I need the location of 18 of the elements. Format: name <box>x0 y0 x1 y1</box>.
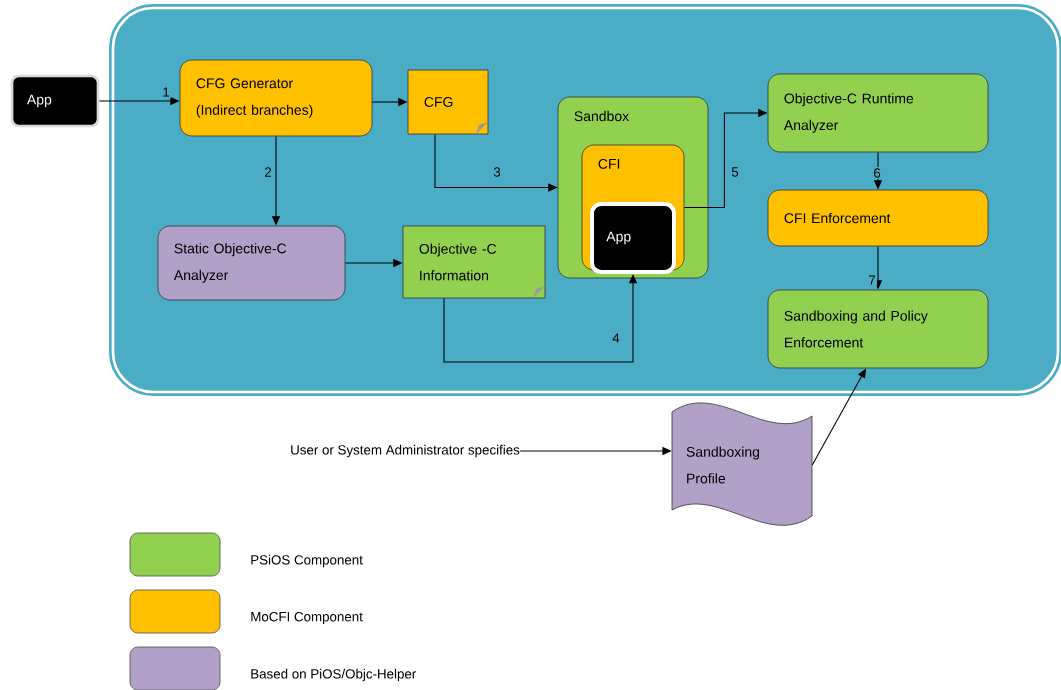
edge-label: 1 <box>160 86 172 98</box>
app-box: App <box>10 74 100 128</box>
process-box: CFG Generator (Indirect branches) <box>179 59 373 137</box>
edge-label: 2 <box>262 166 274 178</box>
app-box: App <box>590 202 676 274</box>
legend-text: PSiOS Component <box>251 554 363 568</box>
process-box: CFI Enforcement <box>767 189 989 247</box>
edge-label: 4 <box>610 332 622 344</box>
process-box: Sandboxing and Policy Enforcement <box>767 289 989 369</box>
edge-label: 3 <box>491 165 503 179</box>
process-box: Static Objective-C Analyzer <box>157 225 346 301</box>
process-box: Objective-C Runtime Analyzer <box>767 73 989 153</box>
edge-label: 7 <box>866 274 878 286</box>
legend-text: Based on PiOS/Objc-Helper <box>251 668 417 682</box>
edge-label: 5 <box>729 166 741 178</box>
description-text: User or System Administrator specifies <box>291 444 520 458</box>
legend-text: MoCFI Component <box>251 611 363 625</box>
edge-label: 6 <box>871 166 883 180</box>
